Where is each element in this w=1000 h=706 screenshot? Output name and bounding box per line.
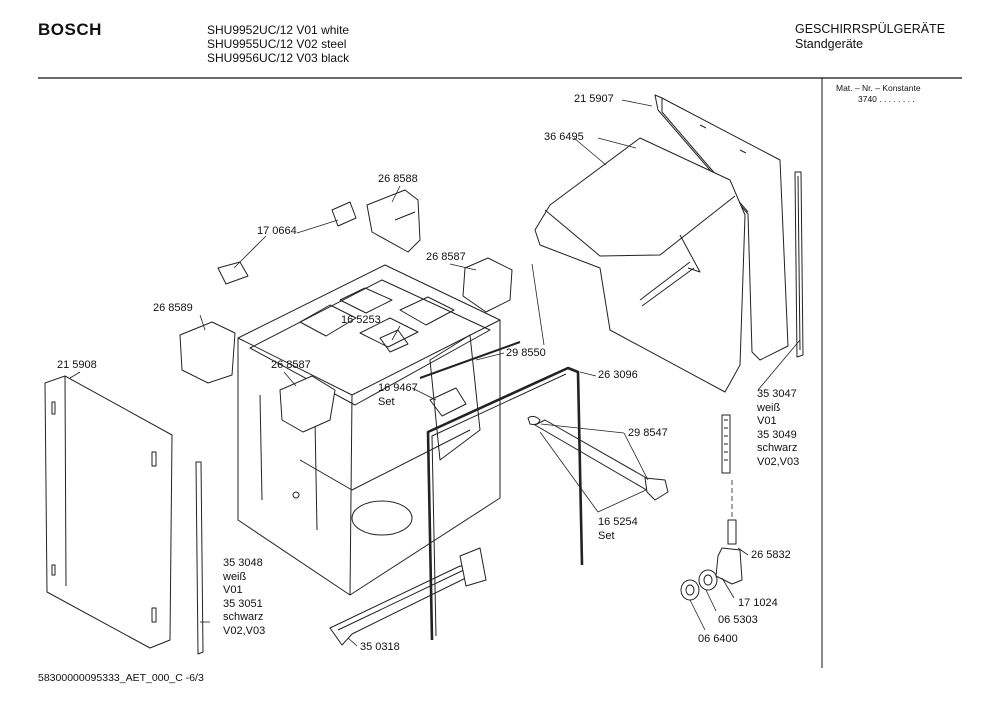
part-label-170664[interactable]: 17 0664 [257, 225, 297, 237]
part-note: schwarz [757, 442, 798, 454]
part-label-215908[interactable]: 21 5908 [57, 359, 97, 371]
part-number: 35 3049 [757, 428, 797, 441]
bottom-rail [329, 547, 487, 646]
model-list: SHU9952UC/12 V01 white SHU9955UC/12 V02 … [207, 23, 349, 65]
part-label-169467[interactable]: 16 9467 Set [378, 382, 418, 409]
part-label-165254[interactable]: 16 5254 Set [598, 516, 638, 543]
brand-logo: BOSCH [38, 20, 102, 39]
material-number-value: 3740 . . . . . . . . [858, 94, 915, 104]
part-label-263096[interactable]: 26 3096 [598, 369, 638, 381]
part-number: 16 5254 [598, 516, 638, 528]
part-label-171024[interactable]: 17 1024 [738, 597, 778, 609]
model-line: SHU9952UC/12 V01 white [207, 23, 350, 37]
seal-strip [419, 341, 521, 379]
part-label-268587-mid[interactable]: 26 8587 [271, 359, 311, 371]
part-label-066400[interactable]: 06 6400 [698, 633, 738, 645]
door-seal [426, 366, 584, 641]
part-note: V02,V03 [223, 624, 266, 637]
part-note: Set [598, 529, 615, 542]
part-label-268587-top[interactable]: 26 8587 [426, 251, 466, 263]
part-note: weiß [223, 570, 247, 583]
part-number: 35 3048 [223, 557, 263, 569]
part-label-215907[interactable]: 21 5907 [574, 93, 614, 105]
part-number: 16 9467 [378, 382, 418, 394]
part-label-350318[interactable]: 35 0318 [360, 641, 400, 653]
part-note: weiß [757, 401, 781, 414]
part-note: Set [378, 395, 395, 408]
model-line: SHU9956UC/12 V03 black [207, 51, 350, 65]
trim-strip-left [195, 461, 204, 655]
parts-drawing [44, 94, 804, 655]
part-label-298547[interactable]: 29 8547 [628, 427, 668, 439]
material-number-label: Mat. – Nr. – Konstante [836, 83, 921, 93]
part-number: 35 3051 [223, 597, 263, 610]
dishwasher-tub [237, 264, 501, 596]
spray-arm [527, 415, 669, 501]
category-title: GESCHIRRSPÜLGERÄTE [795, 22, 946, 36]
trim-strip-right [794, 171, 804, 358]
part-note: V01 [223, 584, 243, 596]
brackets [179, 189, 513, 433]
category-block: GESCHIRRSPÜLGERÄTE Standgeräte [795, 22, 945, 52]
part-label-353047-353049[interactable]: 35 3047 weiß V01 35 3049 schwarz V02,V03 [757, 388, 799, 469]
material-number-box: Mat. – Nr. – Konstante 3740 . . . . . . … [836, 83, 921, 105]
part-label-298550[interactable]: 29 8550 [506, 347, 546, 359]
part-label-165253[interactable]: 16 5253 [341, 314, 381, 326]
document-id: 58300000095333_AET_000_C -6/3 [38, 672, 204, 684]
part-label-268588[interactable]: 26 8588 [378, 173, 418, 185]
model-line: SHU9955UC/12 V02 steel [207, 37, 347, 51]
part-note: V02,V03 [757, 455, 800, 468]
part-label-065303[interactable]: 06 5303 [718, 614, 758, 626]
part-label-353048-353051[interactable]: 35 3048 weiß V01 35 3051 schwarz V02,V03 [223, 557, 265, 638]
part-label-366495[interactable]: 36 6495 [544, 131, 584, 143]
leader-lines [69, 99, 801, 647]
part-label-268589[interactable]: 26 8589 [153, 302, 193, 314]
top-cover-sheet [534, 137, 746, 393]
water-inlet-parts [680, 414, 743, 601]
part-number: 35 3047 [757, 388, 797, 400]
part-note: V01 [757, 415, 777, 427]
part-note: schwarz [223, 611, 264, 623]
category-subtitle: Standgeräte [795, 37, 864, 51]
side-panel-left [44, 375, 173, 649]
part-label-265832[interactable]: 26 5832 [751, 549, 791, 561]
